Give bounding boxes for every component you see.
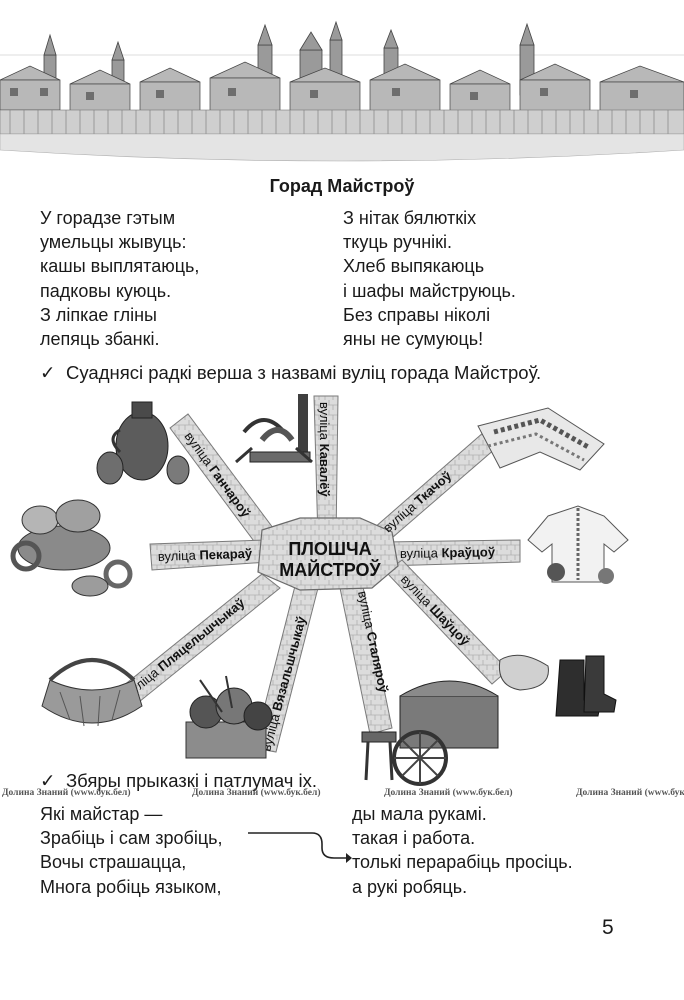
checkmark-icon: ✓ bbox=[40, 770, 56, 791]
street-label-kraўtsy: вуліца Краўцоў bbox=[400, 544, 496, 561]
proverb-part: Зрабіць і сам зробіць, bbox=[40, 828, 223, 849]
poem-line: кашы выплятаюць, bbox=[40, 256, 200, 277]
page-number: 5 bbox=[602, 916, 614, 939]
poem-line: лепяць збанкі. bbox=[40, 329, 160, 350]
town-panorama-illustration bbox=[0, 0, 684, 170]
street-label-ganchary: вуліца Ганчароў bbox=[182, 429, 254, 521]
poem-line: ткуць ручнікі. bbox=[343, 232, 453, 253]
street-label-pekary: вуліца Пекараў bbox=[158, 546, 254, 564]
street-name: Шаўцоў bbox=[427, 602, 474, 649]
poem-line: Без справы ніколі bbox=[343, 304, 491, 325]
yarn-basket-icon bbox=[185, 675, 273, 759]
street-label-plyatselshchyki: вуліца Пляцельшчыкаў bbox=[122, 595, 248, 701]
poem-line: З нітак бялюткіх bbox=[343, 208, 477, 228]
poem-left-column: У горадзе гэтым умельцы жывуць: кашы вып… bbox=[40, 206, 199, 351]
task-1-text: Суаднясі радкі верша з назвамі вуліц гор… bbox=[66, 362, 542, 383]
plaza-name-line-2: МАЙСТРОЎ bbox=[279, 559, 381, 580]
poem-line: З ліпкае гліны bbox=[40, 304, 157, 325]
clay-jugs-icon bbox=[96, 401, 190, 485]
poem-line: умельцы жывуць: bbox=[40, 232, 187, 253]
poem-line: і шафы майструюць. bbox=[343, 280, 516, 301]
proverb-part: а рукі робяць. bbox=[352, 876, 468, 897]
watermark: Долина Знаний (www.бук.бел) bbox=[576, 788, 684, 798]
street-name: Пляцельшчыкаў bbox=[155, 595, 248, 675]
watermark: Долина Знаний (www.бук.бел) bbox=[2, 788, 131, 798]
bread-basket-icon bbox=[10, 499, 133, 597]
proverb-endings: ды мала рукамі. такая і работа. толькі п… bbox=[352, 802, 573, 899]
wicker-basket-icon bbox=[41, 658, 143, 727]
task-2-text: Збяры прыказкі і патлумач іх. bbox=[66, 770, 318, 791]
poem-line: У горадзе гэтым bbox=[40, 208, 176, 228]
watermark: Долина Знаний (www.бук.бел) bbox=[192, 788, 321, 798]
connector-arrow bbox=[248, 832, 352, 863]
task-2: ✓ Збяры прыказкі і патлумач іх. bbox=[40, 770, 317, 792]
streets-diagram: ПЛОШЧА МАЙСТРОЎ вуліца Ганчароў вуліца К… bbox=[10, 394, 629, 786]
proverb-part: такая і работа. bbox=[352, 828, 476, 849]
street-label-shaўtsy: вуліца Шаўцоў bbox=[398, 572, 473, 649]
plaza-shape bbox=[257, 517, 399, 591]
poem-title: Горад Майстроў bbox=[269, 176, 415, 196]
street-name: Кавалёў bbox=[317, 444, 332, 498]
street-label-kavali: вуліца Кавалёў bbox=[317, 402, 332, 497]
poem-right-column: З нітак бялюткіх ткуць ручнікі. Хлеб вып… bbox=[343, 206, 516, 351]
street-name: Краўцоў bbox=[441, 544, 496, 560]
proverb-part: толькі перарабіць просіць. bbox=[352, 852, 573, 873]
proverb-beginnings: Які майстар — Зрабіць і сам зробіць, Воч… bbox=[40, 802, 223, 899]
proverb-part: Які майстар — bbox=[40, 804, 163, 824]
wooden-chest-icon bbox=[361, 680, 499, 786]
embroidered-towel-icon bbox=[477, 407, 605, 471]
street-prefix: вуліца bbox=[317, 402, 332, 441]
proverb-part: Вочы страшацца, bbox=[40, 852, 187, 873]
poem-line: Хлеб выпякаюць bbox=[343, 256, 485, 277]
watermark: Долина Знаний (www.бук.бел) bbox=[384, 788, 513, 798]
anvil-horseshoe-icon bbox=[235, 394, 313, 464]
proverb-part: Многа робіць языком, bbox=[40, 876, 222, 897]
task-1: ✓ Суаднясі радкі верша з назвамі вуліц го… bbox=[40, 362, 541, 384]
felt-boots-icon bbox=[498, 654, 617, 717]
proverb-part: ды мала рукамі. bbox=[352, 804, 487, 824]
street-label-tkachy: вуліца Ткачоў bbox=[380, 468, 455, 536]
plaza-name-line-1: ПЛОШЧА bbox=[288, 539, 371, 559]
street-prefix: вуліца bbox=[158, 548, 197, 564]
embroidered-shirt-icon bbox=[527, 505, 629, 584]
street-name: Пекараў bbox=[199, 546, 253, 563]
poem-line: яны не сумуюць! bbox=[343, 329, 484, 350]
checkmark-icon: ✓ bbox=[40, 362, 56, 383]
poem-line: падковы куюць. bbox=[40, 280, 172, 301]
street-prefix: вуліца bbox=[400, 545, 439, 561]
